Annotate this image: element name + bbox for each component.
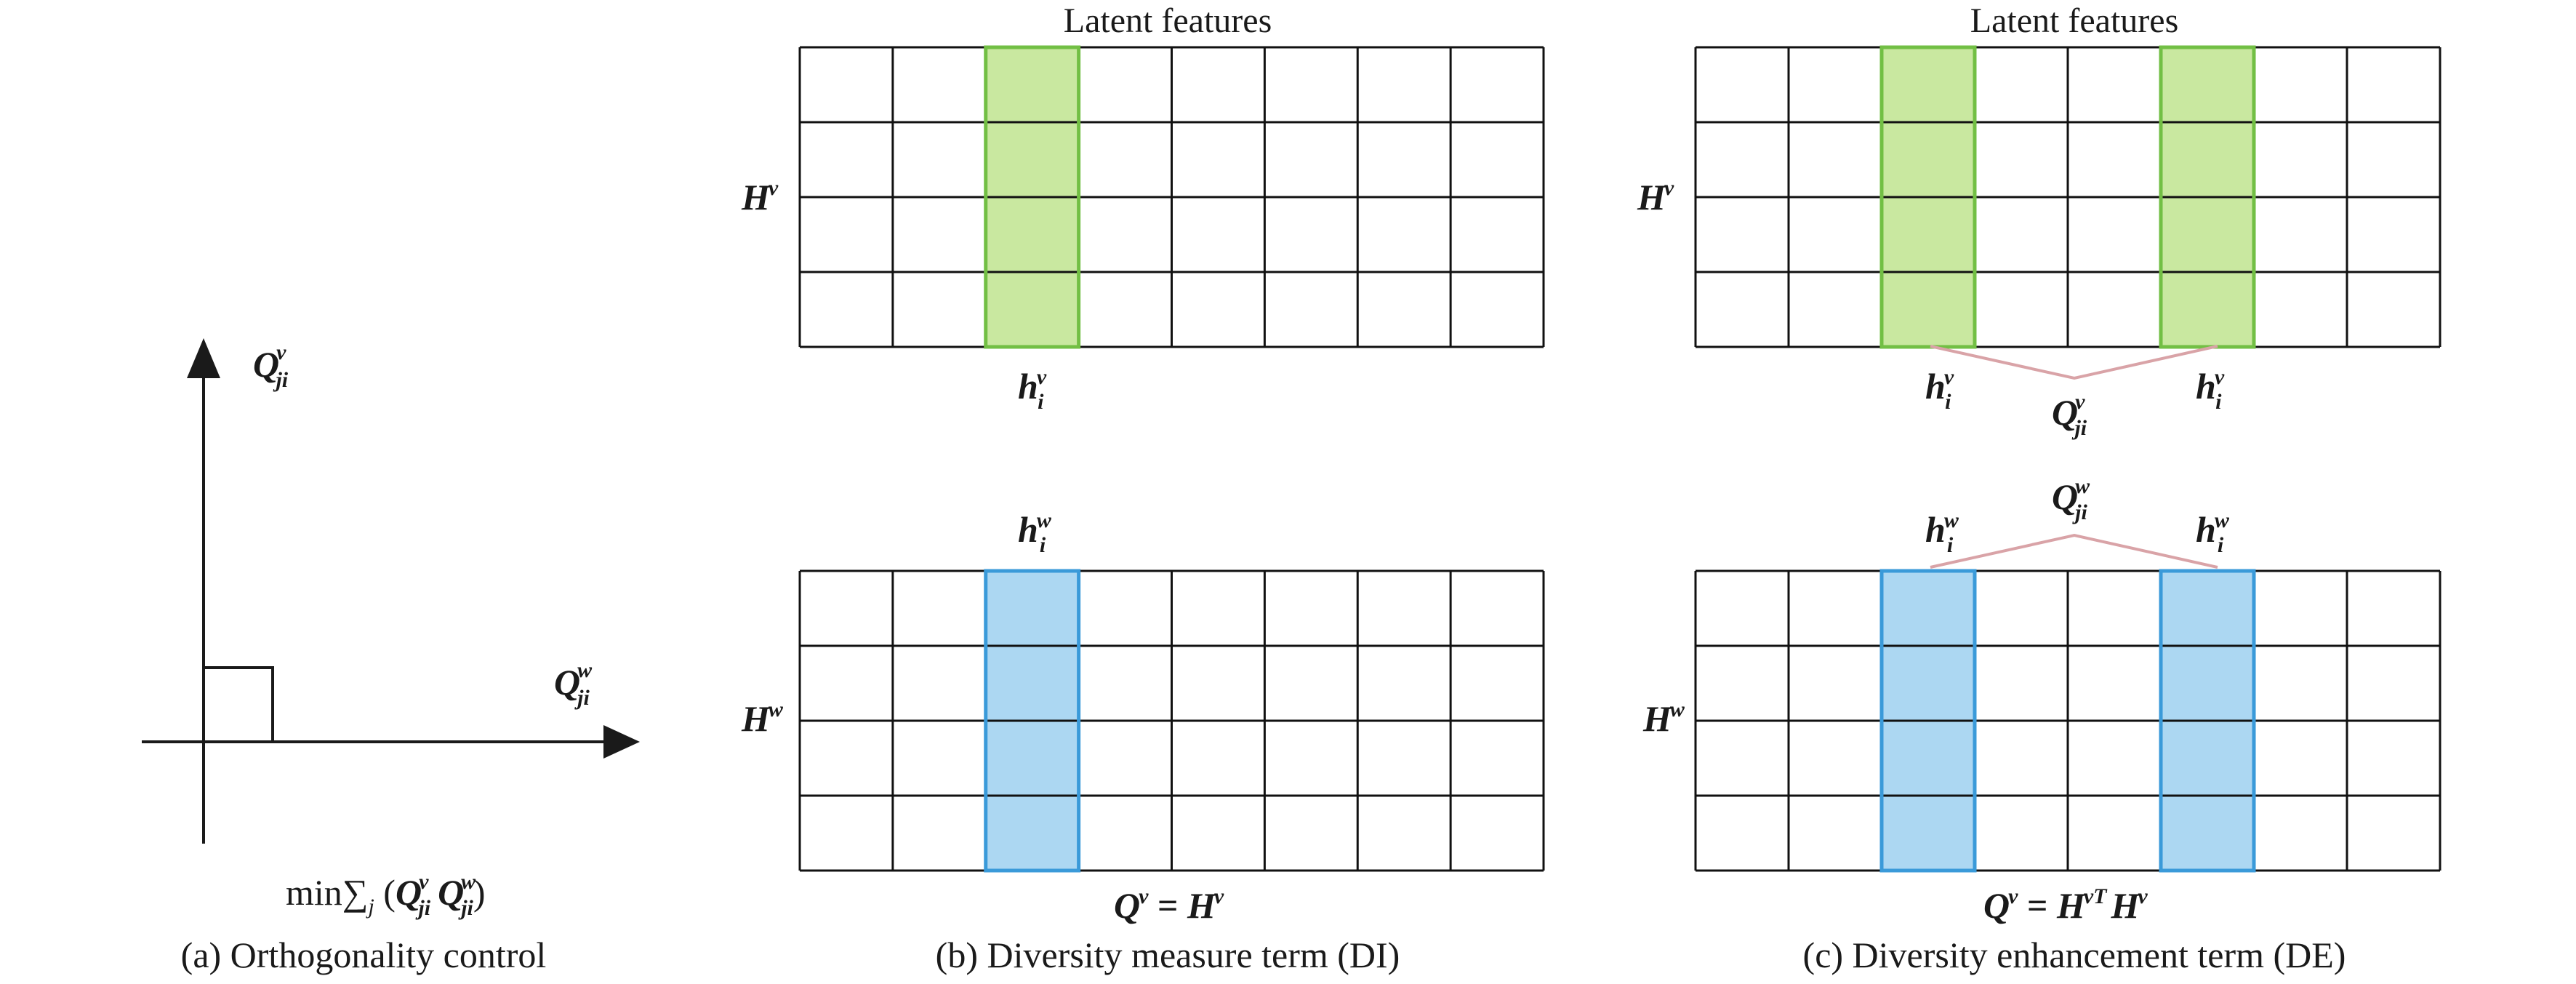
matrix-hw-c: [1694, 569, 2441, 873]
matrix-label-hw-b: Hw: [741, 697, 784, 739]
highlighted-column-border-1: [984, 569, 1081, 873]
matrix-label-hv-c: Hv: [1637, 176, 1674, 217]
matrix-hv-b: [798, 45, 1545, 349]
highlighted-column-border-2: [2159, 45, 2256, 349]
caption-a: (a) Orthogonality control: [181, 935, 547, 975]
matrix-hv-c: [1694, 45, 2441, 349]
matrix-label-hw-c: Hw: [1642, 697, 1685, 739]
latent-features-title-b: Latent features: [1064, 1, 1272, 40]
x-axis-arrowhead: [603, 725, 640, 759]
link-top-c: [1930, 345, 2218, 380]
highlighted-column-border-1: [1879, 569, 1977, 873]
formula-b: Qv = Hv: [1114, 884, 1224, 926]
highlighted-column-border-2: [2159, 569, 2256, 873]
highlighted-column-border-1: [984, 45, 1081, 349]
right-angle-marker: [204, 666, 274, 742]
matrix-hw-b: [798, 569, 1545, 873]
caption-b: (b) Diversity measure term (DI): [936, 935, 1400, 975]
highlighted-column-border-1: [1879, 45, 1977, 349]
matrix-label-hv-b: Hv: [741, 176, 779, 217]
link-bottom-c: [1930, 533, 2218, 569]
y-axis-arrowhead: [187, 338, 220, 378]
latent-features-title-c: Latent features: [1970, 1, 2179, 40]
caption-c: (c) Diversity enhancement term (DE): [1803, 935, 2346, 975]
